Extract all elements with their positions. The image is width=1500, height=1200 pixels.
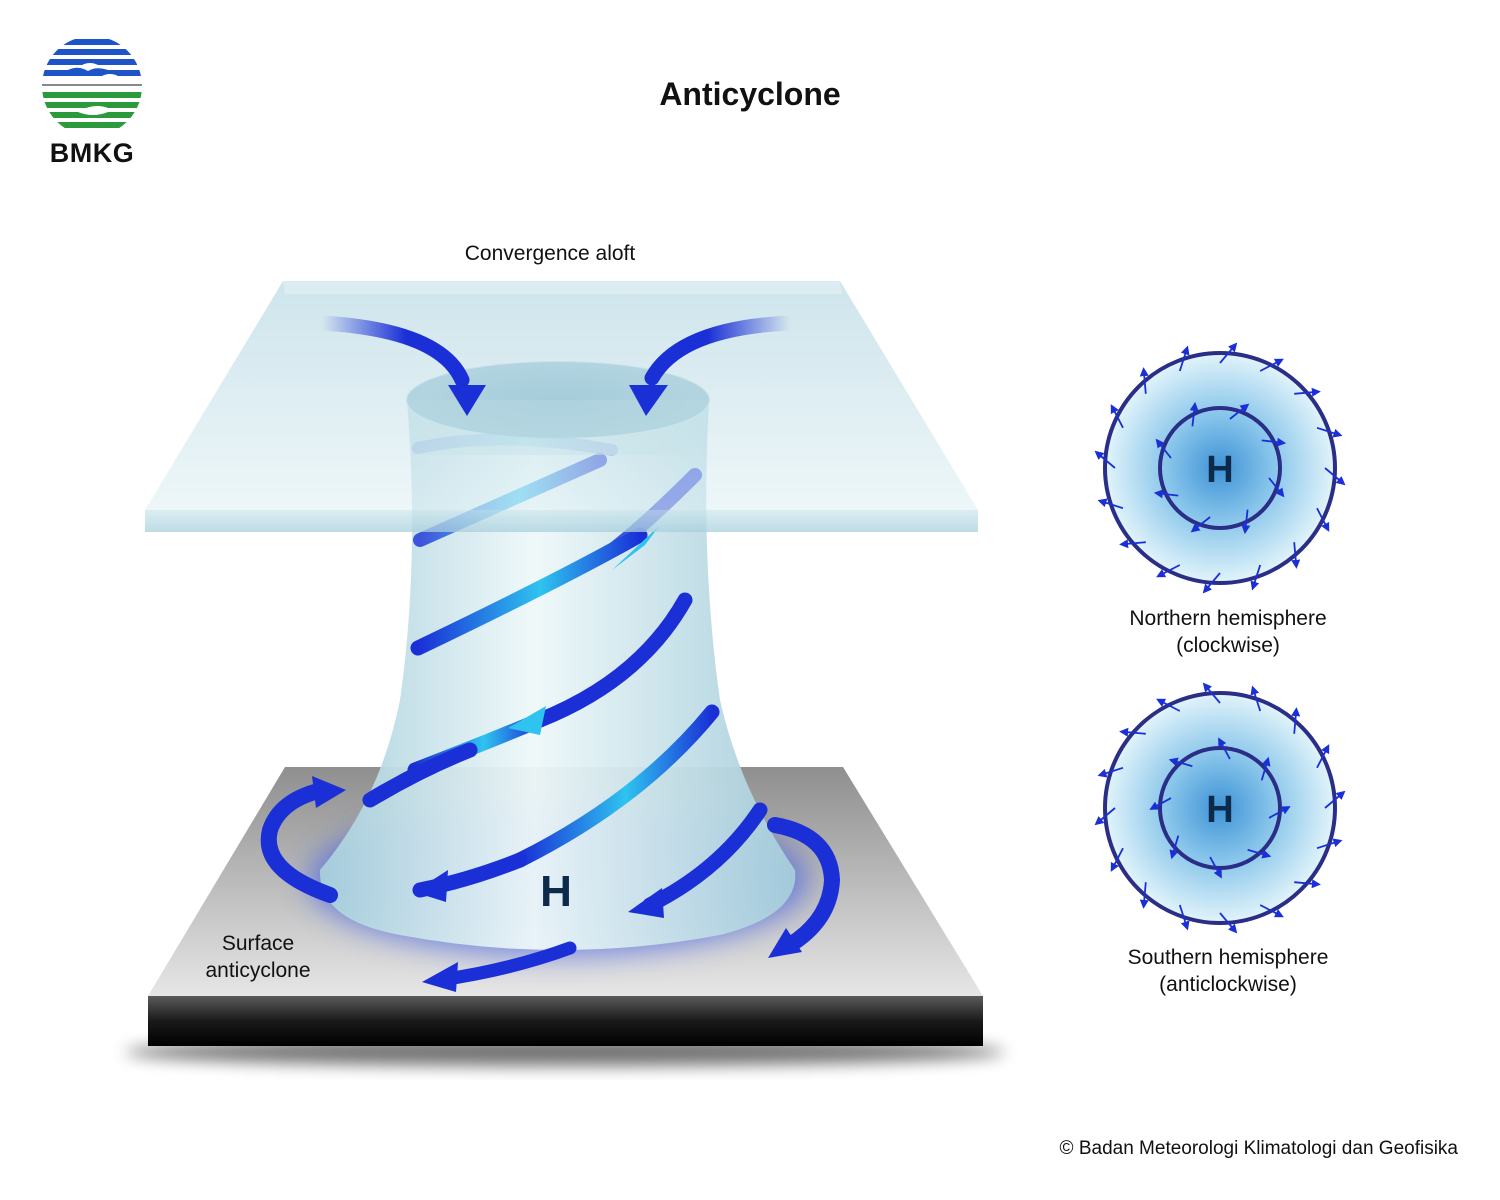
wind-arrow-icon <box>1294 879 1321 889</box>
northern-hemisphere-title: Northern hemisphere <box>1129 607 1327 630</box>
wind-arrow-icon <box>1156 564 1181 578</box>
wind-arrow-icon <box>1219 342 1238 364</box>
wind-arrow-icon <box>1139 882 1149 909</box>
wind-arrow-icon <box>1316 507 1330 532</box>
wind-arrow-icon <box>1219 912 1238 934</box>
wind-arrow-icon <box>1119 727 1146 737</box>
copyright-notice: © Badan Meteorologi Klimatologi dan Geof… <box>1059 1138 1458 1159</box>
page-title: Anticyclone <box>659 76 841 112</box>
surface-anticyclone-line1: Surface <box>221 932 295 955</box>
northern-hemisphere-diagram: H <box>1094 342 1346 594</box>
wind-arrow-icon <box>1247 848 1272 859</box>
high-center-label: H <box>540 867 572 916</box>
wind-arrow-icon <box>1119 539 1146 549</box>
wind-arrow-icon <box>1178 904 1190 931</box>
wind-arrow-icon <box>1094 807 1116 826</box>
upper-plane <box>145 281 978 532</box>
northern-hemisphere-direction: (clockwise) <box>1176 634 1280 657</box>
wind-arrow-icon <box>1291 707 1301 734</box>
convergence-arrows <box>314 315 798 416</box>
southern-hemisphere-diagram: H <box>1094 682 1346 934</box>
wind-arrow-icon <box>1189 401 1199 427</box>
wind-arrow-icon <box>1324 467 1346 486</box>
wind-arrow-icon <box>1229 403 1250 420</box>
northern-hemisphere-caption: Northern hemisphere (clockwise) <box>1090 605 1366 659</box>
wind-arrow-icon <box>1190 516 1211 533</box>
wind-arrow-icon <box>1097 498 1124 510</box>
wind-arrow-icon <box>1149 797 1172 810</box>
wind-arrow-icon <box>1324 790 1346 809</box>
logo-text: BMKG <box>49 138 135 168</box>
wind-arrow-icon <box>1316 744 1330 769</box>
wind-arrow-icon <box>1250 564 1262 591</box>
convergence-aloft-label: Convergence aloft <box>464 242 636 265</box>
southern-hemisphere-direction: (anticlockwise) <box>1159 973 1297 996</box>
wind-arrow-icon <box>1110 847 1124 872</box>
wind-arrow-icon <box>1202 682 1221 704</box>
southern-hemisphere-title: Southern hemisphere <box>1127 946 1329 969</box>
wind-arrow-icon <box>1097 766 1124 778</box>
wind-arrow-icon <box>1110 404 1124 429</box>
wind-arrow-icon <box>1261 437 1287 447</box>
wind-arrow-icon <box>1316 838 1343 850</box>
wind-arrow-icon <box>1316 426 1343 438</box>
surface-outflow-arrows <box>260 776 841 958</box>
wind-arrow-icon <box>1155 438 1172 459</box>
wind-arrow-icon <box>1291 542 1301 569</box>
southern-wind-arrows <box>1094 682 1346 934</box>
wind-arrow-icon <box>1139 367 1149 394</box>
wind-arrow-icon <box>1156 698 1181 712</box>
wind-arrow-icon <box>1260 756 1271 781</box>
northern-wind-arrows <box>1094 342 1346 594</box>
wind-arrow-icon <box>1250 685 1262 712</box>
wind-arrow-icon <box>1178 345 1190 372</box>
wind-arrow-icon <box>1202 572 1221 594</box>
surface-anticyclone-label: Surface anticyclone <box>178 930 338 984</box>
wind-arrow-icon <box>1218 737 1231 760</box>
wind-arrow-icon <box>1094 450 1116 469</box>
wind-arrow-icon <box>1268 806 1291 819</box>
southern-hemisphere-caption: Southern hemisphere (anticlockwise) <box>1090 944 1366 998</box>
bmkg-emblem-icon <box>42 39 142 128</box>
surface-anticyclone-line2: anticyclone <box>205 959 311 982</box>
wind-arrow-icon <box>1168 757 1193 768</box>
wind-arrow-icon <box>1268 477 1285 498</box>
wind-arrow-icon <box>1241 509 1251 535</box>
wind-arrow-icon <box>1209 856 1222 879</box>
wind-arrow-icon <box>1169 835 1180 860</box>
wind-arrow-icon <box>1259 904 1284 918</box>
northern-high-label: H <box>1206 449 1233 491</box>
wind-arrow-icon <box>1259 358 1284 372</box>
wind-arrow-icon <box>1153 489 1179 499</box>
wind-arrow-icon <box>1294 387 1321 397</box>
southern-high-label: H <box>1206 789 1233 831</box>
bmkg-logo: BMKG <box>38 34 146 169</box>
